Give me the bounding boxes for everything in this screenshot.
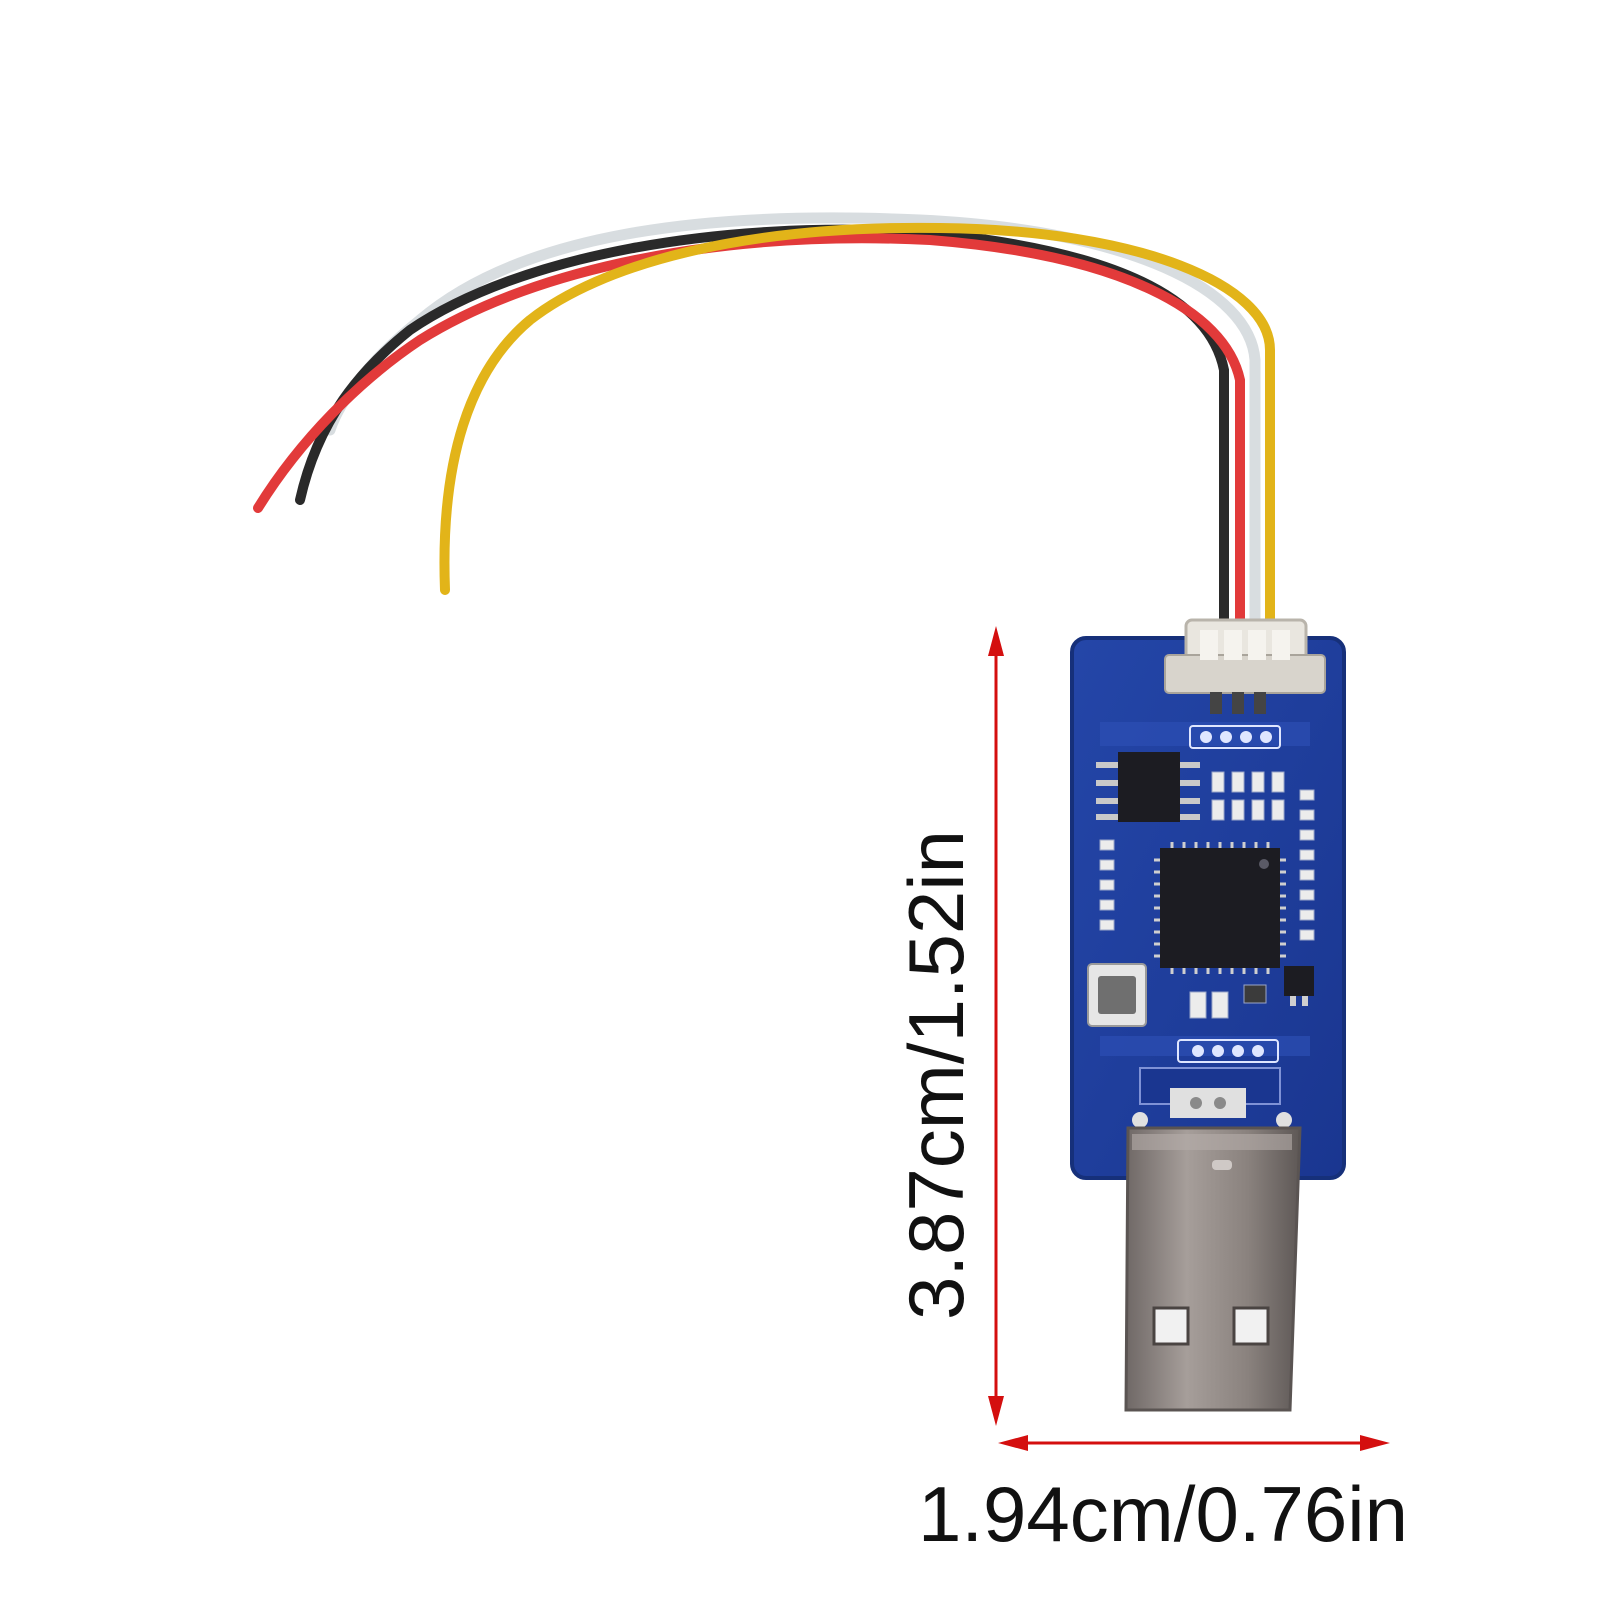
width-dimension-label: 1.94cm/0.76in xyxy=(918,1470,1408,1558)
usb-plug-icon xyxy=(1124,1126,1302,1412)
height-dimension-arrow xyxy=(988,626,1004,1426)
cable-wires xyxy=(253,212,1275,636)
usb-adapter-board xyxy=(1070,618,1346,1180)
wire-red xyxy=(253,233,1245,635)
main-ic xyxy=(1154,842,1286,974)
cable-connector-icon xyxy=(1164,618,1326,714)
crystal-oscillator xyxy=(1087,963,1147,1027)
width-dimension-arrow xyxy=(998,1435,1390,1451)
wire-black xyxy=(295,224,1229,635)
chip-icon xyxy=(1096,752,1200,822)
wire-yellow xyxy=(439,222,1275,635)
smd-components xyxy=(1099,771,1315,1019)
height-dimension-label: 3.87cm/1.52in xyxy=(892,830,980,1320)
